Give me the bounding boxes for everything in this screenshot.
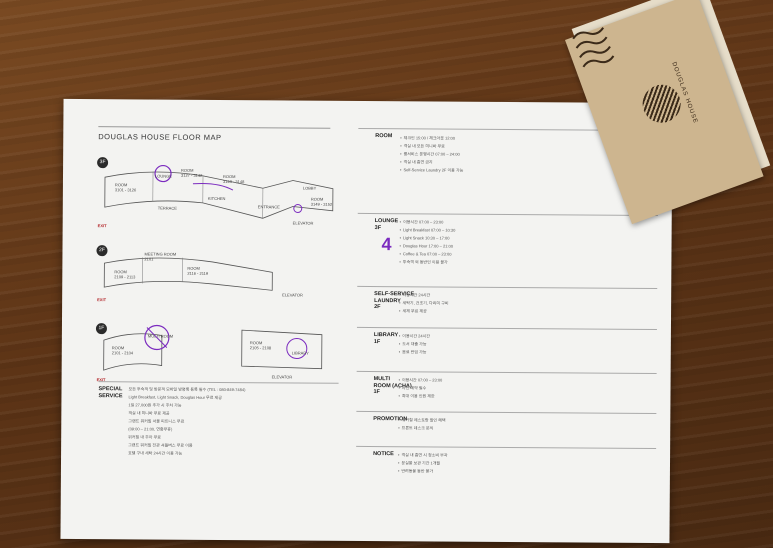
section-line: 객실 내 흡연 금지 [400, 159, 433, 165]
room-label: ROOM 2105 - 2108 [249, 340, 272, 351]
service-line: 그랜드 워커힐 전관 셔틀버스 무료 이용 [128, 442, 193, 448]
room-label: ROOM 2101 - 2104 [111, 345, 134, 356]
section-line: 도서 대출 가능 [399, 341, 426, 347]
library-label: LIBRARY [291, 350, 309, 356]
multi-room-label: MULTI ROOM [147, 333, 174, 339]
kitchen-label: KITCHEN [207, 195, 226, 202]
floor-3f-outline [104, 164, 334, 219]
service-line: 1일 27,000원 추가 시 주차 가능 [128, 402, 182, 408]
section-line: 이용시간 07:00 – 23:00 [400, 219, 443, 225]
divider [98, 126, 331, 129]
section-line: 객실 내 모든 미니바 무료 [400, 143, 445, 149]
elevator-label: ELEVATOR [292, 220, 314, 226]
service-line: 위커힐 내 주차 무료 [128, 434, 161, 440]
floor-3f-plan: 3F ROOM 3101 - 3126 LOUNGE ROOM 3127 - 3… [93, 147, 344, 229]
terrace-label: TERRACE [157, 205, 177, 211]
room-label: ROOM 3143 - 3148 [222, 173, 245, 185]
section-line: 이용시간 24시간 [399, 333, 430, 339]
floor-1f-outline [103, 324, 323, 371]
section-multi-room: MULTI ROOM (ACHA) 1F 이용시간 07:00 – 23:00 … [356, 370, 657, 411]
section-line: 분실물 보관 기간 1개월 [398, 460, 440, 466]
room-label: ROOM 3127 - 3142 [180, 167, 203, 178]
section-line: 투숙객 외 동반인 이용 불가 [399, 259, 448, 265]
service-line: 그랜드 워커힐 서울 피트니스 무료 [128, 418, 185, 424]
section-line: 최대 이용 인원 제한 [398, 393, 435, 399]
exit-label: EXIT [97, 297, 107, 303]
elevator-label: ELEVATOR [271, 374, 293, 380]
section-line: 워커힐 레스토랑 할인 혜택 [398, 417, 446, 423]
section-line: 이용시간 07:00 – 23:00 [399, 377, 442, 383]
section-line: 반려동물 동반 불가 [398, 468, 433, 474]
section-promotion: PROMOTION 워커힐 레스토랑 할인 혜택 프론트 데스크 문의 [356, 410, 657, 443]
lounge-label: LOUNGE [154, 173, 172, 179]
handwritten-mark: 4 [381, 234, 392, 255]
section-line: 세탁기, 건조기, 다리미 구비 [399, 300, 449, 306]
section-line: Light Breakfast 07:00 – 10:30 [400, 227, 455, 233]
section-line: Douglas Hour 17:00 – 21:00 [400, 243, 453, 249]
section-laundry: SELF-SERVICE LAUNDRY 2F 이용시간 24시간 세탁기, 건… [356, 285, 658, 332]
room-label: ROOM 2109 - 2113 [114, 269, 136, 280]
floor-badge: 2F [96, 245, 108, 257]
meeting-room-label: MEETING ROOM 2101 [144, 251, 177, 262]
service-line: Light Breakfast, Light Snack, Douglas Ho… [128, 394, 222, 400]
section-line: Light Snack 10:30 – 17:00 [400, 235, 450, 241]
service-line: 객실 내 미니바 무료 제공 [128, 410, 170, 416]
section-line: 룸서비스 운영시간 07:00 – 24:00 [400, 151, 460, 157]
service-line: (09:00 – 21:00, 연중무휴) [128, 426, 173, 432]
wave-stripes-icon [572, 27, 615, 68]
section-line: 객실 내 흡연 시 청소비 부과 [398, 452, 447, 458]
exit-label: EXIT [97, 223, 107, 229]
room-label: ROOM 2116 - 2119 [187, 265, 209, 276]
lobby-label: LOBBY [302, 185, 317, 191]
floor-2f-outline [103, 257, 273, 291]
floor-map-title: DOUGLAS HOUSE FLOOR MAP [98, 132, 222, 142]
room-label: ROOM 3101 - 3126 [114, 182, 137, 193]
entrance-label: ENTRANCE [257, 204, 280, 210]
section-line: 사전 예약 필수 [399, 385, 426, 391]
floor-2f-plan: 2F MEETING ROOM 2101 ROOM 2109 - 2113 RO… [92, 245, 342, 307]
section-lounge: LOUNGE 3F 이용시간 07:00 – 23:00 Light Break… [357, 212, 658, 287]
section-line: 프론트 데스크 문의 [398, 425, 434, 431]
section-line: 음료 반입 가능 [399, 349, 426, 355]
floor-badge: 1F [95, 323, 107, 335]
floor-map-sheet: DOUGLAS HOUSE FLOOR MAP 3F ROOM 3101 - 3… [60, 98, 673, 544]
service-line: 호텔 구내 세탁 24시간 이용 가능 [128, 450, 183, 456]
section-line: 세제 무료 제공 [399, 308, 426, 314]
section-line: 이용시간 24시간 [399, 292, 431, 298]
section-line: Self-Service Laundry 2F 이용 가능 [400, 167, 463, 173]
room-label: ROOM 3149 - 3152 [310, 196, 333, 207]
floor-1f-plan: 1F ROOM 2101 - 2104 MULTI ROOM ROOM 2105… [92, 315, 342, 387]
service-line: 모든 투숙객 및 방문객 모바일 방명록 등록 필수 (TEL : 080-84… [128, 386, 246, 393]
section-notice: NOTICE 객실 내 흡연 시 청소비 부과 분실물 보관 기간 1개월 반려… [355, 445, 657, 486]
section-library: LIBRARY 1F 이용시간 24시간 도서 대출 가능 음료 반입 가능 [356, 326, 657, 371]
section-line: 체크인 15:00 / 체크아웃 12:00 [400, 135, 455, 141]
section-line: Coffee & Tea 07:00 – 23:00 [399, 251, 452, 257]
floor-badge: 3F [97, 157, 109, 169]
elevator-label: ELEVATOR [282, 292, 303, 298]
